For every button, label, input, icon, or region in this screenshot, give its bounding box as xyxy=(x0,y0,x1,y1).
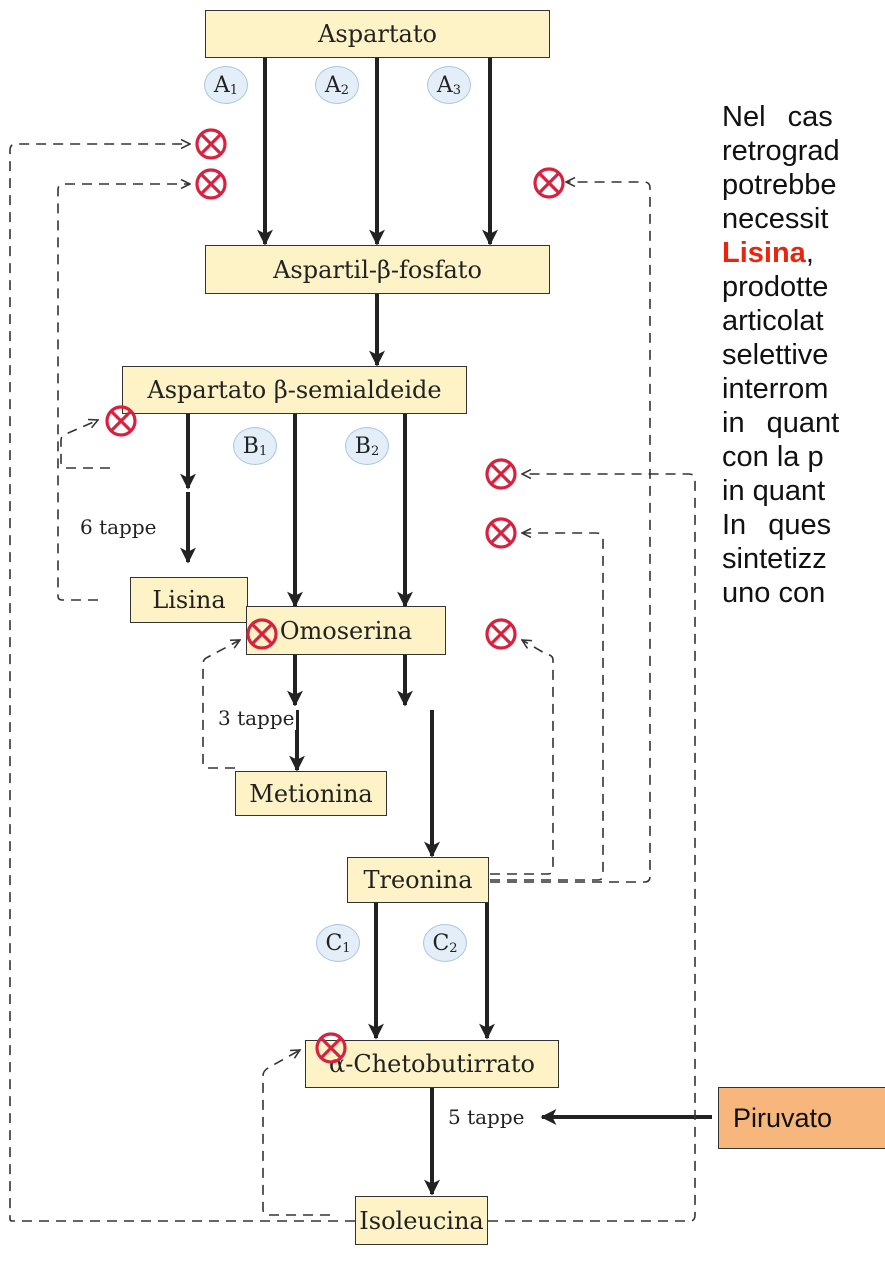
feedback-lines xyxy=(9,144,696,1222)
feedback-treonina-a3 xyxy=(490,182,651,883)
node-aspartato: Aspartato xyxy=(205,10,550,58)
side-text-line: articolat xyxy=(722,305,824,337)
node-metionina: Metionina xyxy=(235,771,387,816)
side-text-line: prodotte xyxy=(722,271,829,303)
feedback-isoleucina-a1 xyxy=(9,144,355,1222)
side-text-line: selettive xyxy=(722,339,829,371)
node-omoserina: Omoserina xyxy=(246,606,446,655)
pathway-arrows xyxy=(180,58,712,1196)
inhibitor-icon xyxy=(485,618,517,650)
feedback-treonina-b1 xyxy=(490,533,604,881)
node-isoleucina: Isoleucina xyxy=(355,1196,488,1245)
inhibitor-icon xyxy=(485,517,517,549)
feedback-treonina-b2 xyxy=(490,640,554,875)
inhibitor-icon xyxy=(105,405,137,437)
side-text-line: potrebbe xyxy=(722,169,837,201)
side-text-line: retrograd xyxy=(722,135,840,167)
side-text-line: con la p xyxy=(722,441,824,473)
feedback-isoleucina-c1 xyxy=(262,1050,330,1216)
steps-metionina: 3 tappe xyxy=(216,706,297,730)
inhibitor-icon xyxy=(195,128,227,160)
node-piruvato: Piruvato xyxy=(718,1087,885,1149)
side-text-line: In ques xyxy=(722,509,832,541)
side-text-line: interrom xyxy=(722,373,829,405)
node-chetobutirrato: α-Chetobutirrato xyxy=(305,1040,559,1088)
side-text-line: Lisina, xyxy=(722,237,814,269)
feedback-metionina xyxy=(202,640,240,769)
feedback-isoleucina-b2 xyxy=(488,474,696,1222)
side-text-line: sintetizz xyxy=(722,543,827,575)
node-aspartil-fosfato: Aspartil-β-fosfato xyxy=(205,245,550,294)
side-text-line: Nel cas xyxy=(722,101,833,133)
feedback-lisina-a1 xyxy=(57,184,190,601)
side-text-line: uno con xyxy=(722,577,826,609)
side-text-line: in quant xyxy=(722,407,840,439)
node-treonina: Treonina xyxy=(347,857,489,903)
side-text-line: in quant xyxy=(722,475,826,507)
inhibitor-icon xyxy=(533,167,565,199)
node-aspartato-semialdeide: Aspartato β-semialdeide xyxy=(122,366,467,414)
inhibitor-icon xyxy=(315,1032,347,1064)
piruvato-label: Piruvato xyxy=(733,1102,833,1133)
node-lisina: Lisina xyxy=(130,577,248,623)
steps-lisina: 6 tappe xyxy=(78,515,159,539)
inhibitor-icon xyxy=(485,458,517,490)
highlight-lisina: Lisina xyxy=(722,237,806,269)
side-paragraph: Nel cas retrograd potrebbe necessit Lisi… xyxy=(722,100,885,720)
inhibitor-icon xyxy=(195,168,227,200)
feedback-lisina-ask xyxy=(60,420,110,469)
inhibitor-icon xyxy=(246,618,278,650)
side-text-line: necessit xyxy=(722,203,829,235)
steps-isoleucina: 5 tappe xyxy=(446,1105,527,1129)
